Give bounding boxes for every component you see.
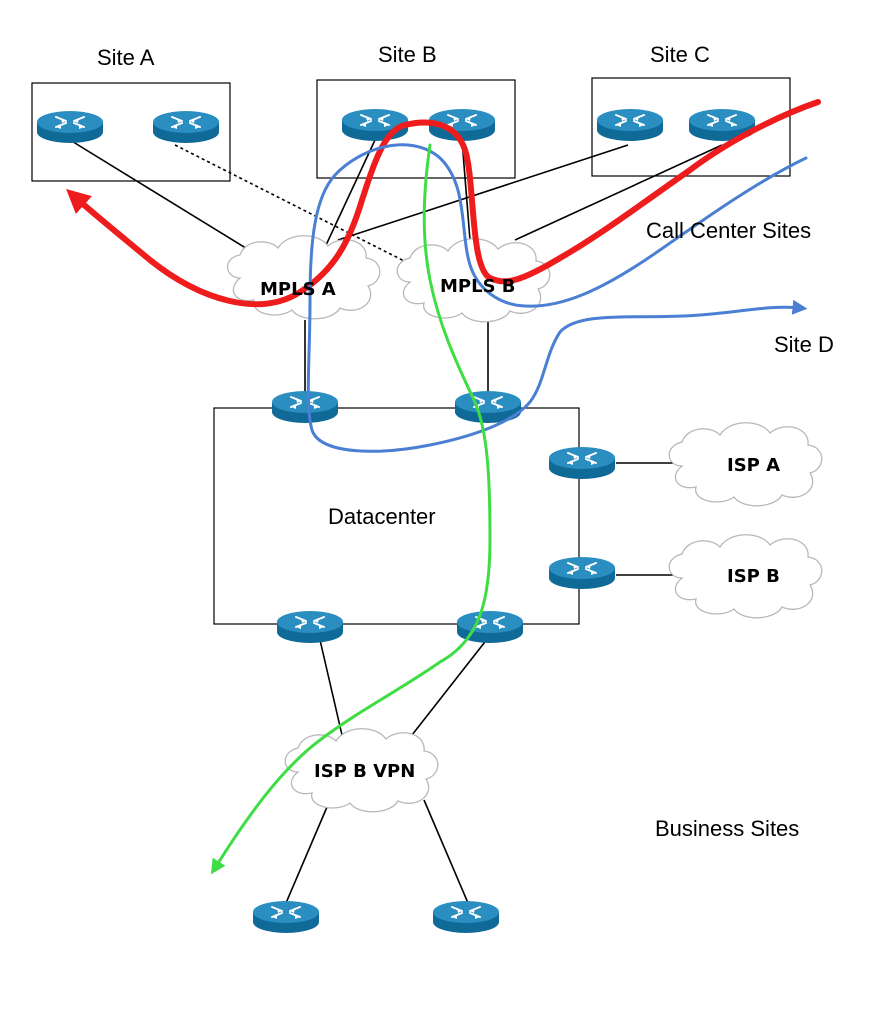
link-site-c-mpls-a [337, 144, 629, 241]
mpls-b-label: MPLS B [440, 276, 516, 297]
site-c-label: Site C [650, 42, 710, 67]
router-icon[interactable] [152, 110, 220, 144]
site-b-box [316, 79, 516, 179]
isp-b-label: ISP B [727, 566, 780, 587]
router-icon[interactable] [252, 900, 320, 934]
router-icon[interactable] [596, 108, 664, 142]
isp-a-cloud [668, 422, 823, 507]
isp-b-vpn-label: ISP B VPN [314, 761, 415, 782]
red-traffic-path [66, 99, 821, 308]
router-icon[interactable] [432, 900, 500, 934]
business-sites-label: Business Sites [655, 816, 799, 841]
link-site-c-mpls-b [514, 144, 723, 241]
call-center-sites-label: Call Center Sites [646, 218, 811, 243]
mpls-a-cloud [226, 235, 381, 320]
link-dc-vpn-right [411, 637, 489, 736]
green-traffic-path [211, 143, 492, 875]
isp-a-label: ISP A [727, 455, 780, 476]
router-icon[interactable] [548, 556, 616, 590]
router-icon[interactable] [271, 390, 339, 424]
blue-traffic-path-1 [306, 143, 808, 453]
link-vpn-business-left [285, 799, 331, 904]
router-icon[interactable] [276, 610, 344, 644]
site-a-box [31, 82, 231, 182]
link-site-b-mpls-a [319, 139, 376, 259]
link-vpn-business-right [423, 799, 469, 904]
site-d-label: Site D [774, 332, 834, 357]
router-icon[interactable] [36, 110, 104, 144]
datacenter-box [213, 407, 580, 625]
site-b-label: Site B [378, 42, 437, 67]
isp-b-vpn-cloud [284, 728, 439, 813]
site-c-box [591, 77, 791, 177]
router-icon[interactable] [548, 446, 616, 480]
site-a-label: Site A [97, 45, 155, 70]
isp-b-cloud [668, 534, 823, 619]
link-site-b-mpls-b [461, 139, 471, 241]
link-dc-vpn-left [319, 639, 343, 736]
datacenter-label: Datacenter [328, 504, 436, 529]
link-site-a-mpls-a [69, 139, 263, 259]
mpls-a-label: MPLS A [260, 279, 336, 300]
